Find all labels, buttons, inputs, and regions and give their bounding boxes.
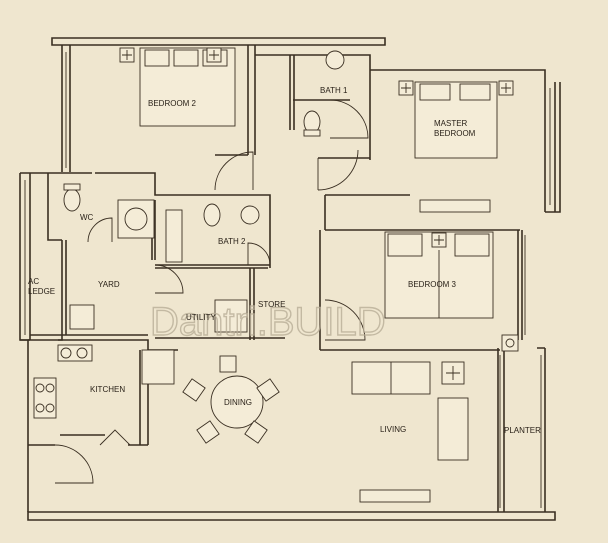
light-fixtures (119, 47, 519, 352)
dining-table (210, 375, 264, 429)
toilet-wc (63, 188, 81, 212)
windows (24, 52, 551, 508)
kitchen-fittings (33, 344, 175, 419)
shower-wc (117, 199, 155, 239)
label-dining: DINING (224, 398, 252, 407)
door-swings (54, 99, 369, 484)
label-bedroom3: BEDROOM 3 (408, 280, 457, 289)
kitchen-sink (57, 344, 93, 362)
label-utility: UTILITY (186, 313, 216, 322)
label-master-2: BEDROOM (434, 129, 476, 138)
interior-walls (28, 45, 523, 446)
washer-yard (69, 304, 95, 330)
fridge (141, 349, 175, 385)
beds (139, 47, 498, 319)
watermark: Dantri.BUILD (150, 300, 386, 344)
kitchen-hob (33, 377, 57, 419)
label-planter: PLANTER (504, 426, 541, 435)
label-bath1: BATH 1 (320, 86, 348, 95)
label-living: LIVING (380, 425, 406, 434)
label-master-1: MASTER (434, 119, 468, 128)
label-ac-ledge-1: AC (28, 277, 39, 286)
toilet-bath2 (203, 203, 221, 227)
exterior-walls (19, 37, 561, 521)
label-yard: YARD (98, 280, 120, 289)
label-wc: WC (80, 213, 94, 222)
cabinets (165, 199, 491, 503)
dining-set (182, 355, 280, 444)
label-store: STORE (258, 300, 285, 309)
label-bedroom2: BEDROOM 2 (148, 99, 197, 108)
sofa-side (437, 397, 469, 461)
sanitary-fixtures (63, 50, 345, 330)
wash-basin-bath2 (240, 205, 260, 225)
label-ac-ledge-2: LEDGE (28, 287, 55, 296)
label-kitchen: KITCHEN (90, 385, 125, 394)
wash-basin-bath1 (325, 50, 345, 70)
room-labels: BEDROOM 2 BATH 1 MASTER BEDROOM WC BATH … (28, 86, 541, 435)
label-bath2: BATH 2 (218, 237, 246, 246)
living-furniture (351, 361, 469, 461)
